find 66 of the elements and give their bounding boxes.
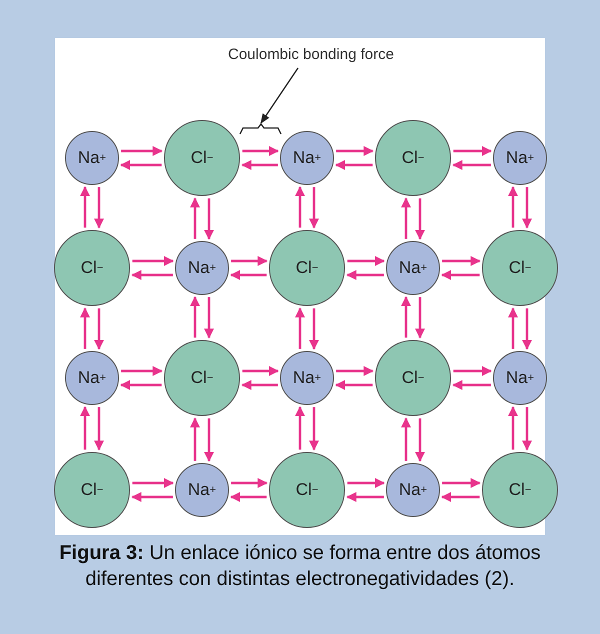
arrow bbox=[452, 160, 491, 170]
arrow bbox=[230, 270, 267, 280]
arrow bbox=[80, 307, 90, 349]
arrow bbox=[336, 146, 374, 156]
arrow bbox=[508, 186, 518, 228]
arrow bbox=[309, 407, 319, 451]
arrow bbox=[204, 297, 214, 339]
arrow bbox=[231, 478, 268, 488]
arrow bbox=[121, 146, 163, 156]
arrow bbox=[204, 418, 214, 462]
arrow bbox=[132, 478, 174, 488]
arrow bbox=[346, 492, 384, 502]
arrow bbox=[242, 146, 279, 156]
arrow bbox=[441, 270, 480, 280]
arrow bbox=[295, 406, 305, 450]
arrow bbox=[131, 270, 173, 280]
arrow bbox=[230, 492, 267, 502]
arrow bbox=[522, 407, 532, 451]
arrow bbox=[241, 160, 278, 170]
arrow bbox=[94, 187, 104, 229]
arrow bbox=[335, 380, 373, 390]
callout-text: Coulombic bonding force bbox=[228, 46, 394, 63]
arrow bbox=[121, 366, 163, 376]
arrow bbox=[309, 308, 319, 350]
arrow bbox=[120, 380, 162, 390]
arrow bbox=[131, 492, 173, 502]
arrow bbox=[401, 296, 411, 338]
arrow bbox=[453, 146, 492, 156]
arrow bbox=[442, 256, 481, 266]
arrow bbox=[231, 256, 268, 266]
leader-line bbox=[260, 68, 299, 124]
arrow bbox=[452, 380, 491, 390]
arrow bbox=[190, 197, 200, 239]
arrow bbox=[242, 366, 279, 376]
arrow bbox=[442, 478, 481, 488]
arrow bbox=[295, 186, 305, 228]
arrow bbox=[508, 307, 518, 349]
arrow bbox=[347, 256, 385, 266]
arrow bbox=[401, 197, 411, 239]
arrow bbox=[336, 366, 374, 376]
arrow bbox=[415, 198, 425, 240]
arrow bbox=[508, 406, 518, 450]
arrow bbox=[94, 407, 104, 451]
arrow bbox=[415, 297, 425, 339]
arrow bbox=[241, 380, 278, 390]
arrow bbox=[120, 160, 162, 170]
caption: Figura 3: Un enlace iónico se forma entre dos átomos diferentes con distintas electronegatividades (2). bbox=[58, 541, 542, 592]
arrow bbox=[415, 418, 425, 462]
arrow bbox=[190, 296, 200, 338]
arrow bbox=[204, 198, 214, 240]
arrow bbox=[522, 187, 532, 229]
arrow bbox=[80, 406, 90, 450]
arrow bbox=[80, 186, 90, 228]
arrow bbox=[335, 160, 373, 170]
arrow bbox=[132, 256, 174, 266]
arrow bbox=[309, 187, 319, 229]
arrow bbox=[441, 492, 480, 502]
arrow bbox=[190, 417, 200, 461]
arrow bbox=[346, 270, 384, 280]
arrow bbox=[453, 366, 492, 376]
arrow bbox=[94, 308, 104, 350]
arrow bbox=[347, 478, 385, 488]
arrow bbox=[401, 417, 411, 461]
arrow bbox=[295, 307, 305, 349]
bracket bbox=[239, 122, 282, 134]
arrow bbox=[522, 308, 532, 350]
